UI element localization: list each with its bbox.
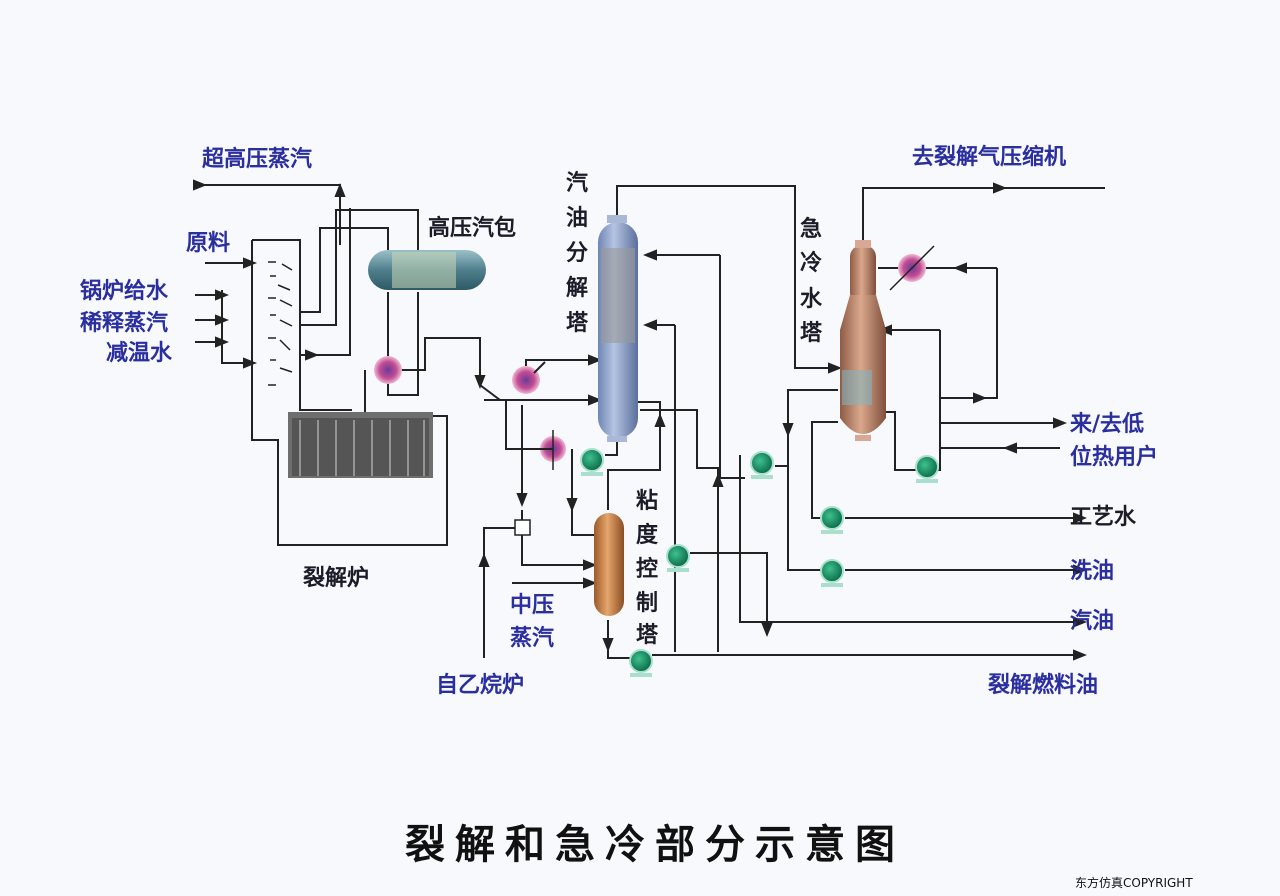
gasoline-fractionator-column <box>598 215 638 442</box>
pump-icon <box>915 455 939 483</box>
svg-text:汽: 汽 <box>566 170 588 196</box>
label-dilution-steam: 稀释蒸汽 <box>80 310 168 336</box>
diagram-title: 裂解和急冷部分示意图 <box>405 821 905 868</box>
svg-text:控: 控 <box>636 556 658 582</box>
svg-text:粘: 粘 <box>636 489 658 514</box>
furnace-coil <box>268 261 293 386</box>
label-cracked-fuel-oil: 裂解燃料油 <box>988 672 1098 698</box>
label-quench-water-tower: 急 冷 水 塔 <box>800 216 823 346</box>
svg-text:解: 解 <box>566 275 588 301</box>
svg-text:冷: 冷 <box>800 250 822 276</box>
label-process-water: 工艺水 <box>1070 504 1137 530</box>
label-viscosity-control-tower: 粘 度 控 制 塔 <box>636 489 659 648</box>
svg-text:度: 度 <box>636 522 659 548</box>
pipes-quench <box>862 182 1105 471</box>
copyright: 东方仿真COPYRIGHT <box>1075 875 1193 890</box>
pipes-fractionator <box>478 185 1087 661</box>
label-cracking-furnace: 裂解炉 <box>303 565 369 591</box>
pump-icon <box>820 506 844 534</box>
svg-text:塔: 塔 <box>800 321 823 346</box>
pipes-furnace <box>193 179 501 546</box>
pump-icon <box>750 451 774 479</box>
viscosity-control-tower <box>594 513 624 616</box>
heat-exchanger-icon <box>512 361 546 394</box>
label-super-hp-steam: 超高压蒸汽 <box>202 146 312 172</box>
cracking-furnace-radiant-section <box>288 412 433 478</box>
svg-text:分: 分 <box>566 241 588 266</box>
pump-icon <box>666 544 690 572</box>
svg-text:油: 油 <box>566 206 588 231</box>
svg-text:制: 制 <box>636 591 658 616</box>
label-desuperheating-water: 减温水 <box>106 340 173 366</box>
label-mp-steam-1: 中压 <box>510 593 554 618</box>
label-to-compressor: 去裂解气压缩机 <box>912 144 1066 170</box>
label-boiler-feed-water: 锅炉给水 <box>80 278 169 304</box>
heat-exchanger-icon <box>374 356 402 384</box>
label-low-heat-users-1: 来/去低 <box>1069 412 1144 437</box>
quench-water-tower <box>840 240 886 441</box>
label-wash-oil: 洗油 <box>1070 559 1114 584</box>
pump-icon <box>629 649 653 677</box>
label-hp-steam-drum: 高压汽包 <box>428 215 516 241</box>
label-low-heat-users-2: 位热用户 <box>1070 444 1158 470</box>
hp-steam-drum <box>368 250 486 290</box>
svg-text:水: 水 <box>800 287 823 312</box>
label-mp-steam-2: 蒸汽 <box>510 625 554 651</box>
label-feed: 原料 <box>186 231 230 256</box>
svg-text:塔: 塔 <box>636 623 659 648</box>
pump-icon <box>820 559 844 587</box>
svg-text:急: 急 <box>800 216 822 242</box>
label-gasoline-fractionator: 汽 油 分 解 塔 <box>566 170 589 336</box>
label-gasoline: 汽油 <box>1070 608 1114 634</box>
heat-exchanger-icon <box>889 245 935 291</box>
pump-icon <box>580 448 604 476</box>
label-from-ethane-furnace: 自乙烷炉 <box>436 672 524 698</box>
svg-text:塔: 塔 <box>566 311 589 336</box>
